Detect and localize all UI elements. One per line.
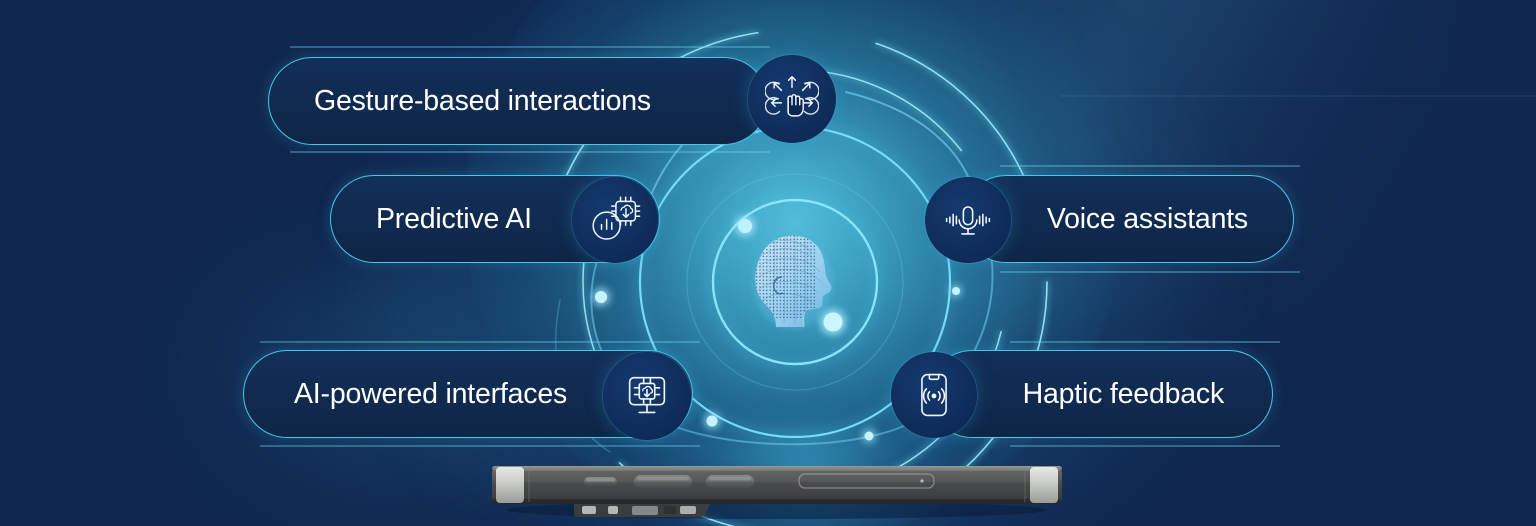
feature-label-haptic: Haptic feedback <box>1022 377 1225 410</box>
chip-analytics-icon[interactable] <box>572 177 658 263</box>
guide-lines <box>260 46 1536 447</box>
feature-label-voice: Voice assistants <box>1046 202 1248 235</box>
feature-label-ai-interfaces: AI-powered interfaces <box>294 377 568 410</box>
feature-label-predictive: Predictive AI <box>376 202 532 235</box>
orbit-dots <box>592 216 962 443</box>
microphone-waveform-icon[interactable] <box>925 177 1011 263</box>
gesture-hand-arrows-icon[interactable] <box>748 55 836 143</box>
feature-label-gesture: Gesture-based interactions <box>314 84 651 117</box>
feature-pill-voice[interactable]: Voice assistants <box>962 175 1294 263</box>
ai-head-wireframe <box>735 228 853 336</box>
feature-pill-haptic[interactable]: Haptic feedback <box>928 350 1273 438</box>
chip-monitor-icon[interactable] <box>603 352 691 440</box>
feature-pill-gesture[interactable]: Gesture-based interactions <box>268 57 768 145</box>
phone-vibration-icon[interactable] <box>891 352 977 438</box>
smartphone-edge <box>482 458 1072 526</box>
